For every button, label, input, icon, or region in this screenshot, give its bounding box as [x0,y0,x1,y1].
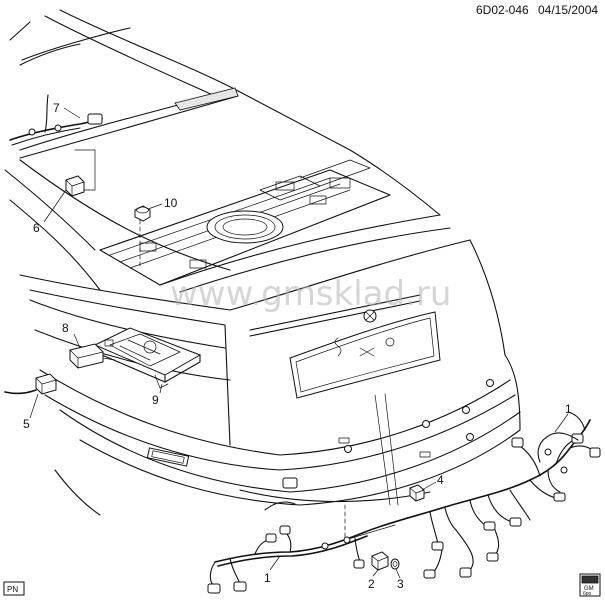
callout-10: 10 [164,196,178,210]
callout-2: 2 [368,577,375,591]
part-9-bracket [93,327,202,389]
pn-label: PN [7,585,18,594]
corner-icon-line1: GM [584,586,594,592]
part-4-connector [409,484,425,502]
part-6-module [65,175,85,197]
callout-8: 8 [62,321,69,335]
callout-1-bottom: 1 [264,571,271,585]
part-1-rear-bumper-harness [207,411,601,594]
part-2-sensor [371,551,389,571]
vehicle-body [4,9,521,541]
part-8-module [69,343,116,369]
gm-corner-icon: GM 6po [579,573,601,597]
diagram-date: 04/15/2004 [538,3,598,17]
callout-3: 3 [397,577,404,591]
pn-label-box: PN [3,581,25,596]
callout-labels: 7 6 10 8 9 5 1 4 1 2 3 [23,101,572,591]
part-5-antenna-cable [4,373,57,395]
part-10-nut [134,205,151,222]
corner-icon-line2: 6po [583,591,592,597]
part-7-wiring-strip [9,94,103,146]
leader-lines [29,107,569,579]
part-3-grommet [390,558,400,570]
callout-5: 5 [23,417,30,431]
watermark: www.gmsklad.ru [170,274,451,314]
diagram-code: 6D02-046 [476,3,529,17]
callout-7: 7 [53,101,60,115]
callout-1-top: 1 [565,402,572,416]
callout-9: 9 [152,393,159,407]
callout-6: 6 [33,221,40,235]
callout-4: 4 [437,473,444,487]
